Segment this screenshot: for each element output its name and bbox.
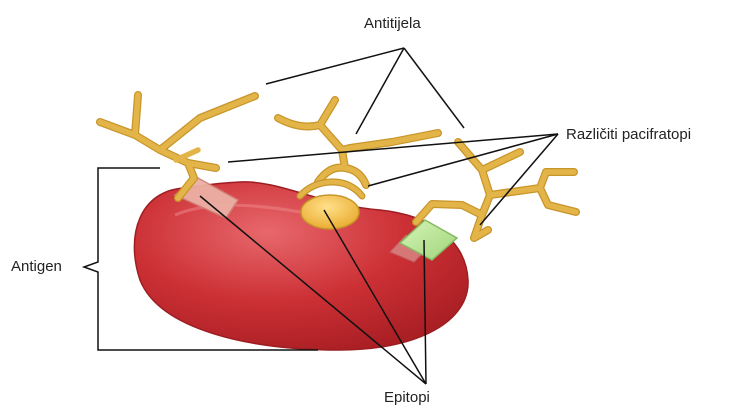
antigen-label: Antigen: [11, 258, 62, 275]
epitope-yellow: [301, 195, 359, 229]
antibodies-label: Antitijela: [364, 15, 421, 32]
antibody-middle: [278, 100, 438, 196]
epitopes-label: Epitopi: [384, 389, 430, 406]
antibody-right: [416, 142, 576, 238]
antigen-body: [134, 182, 468, 350]
paratopes-label: Različiti pacifratopi: [566, 126, 691, 143]
